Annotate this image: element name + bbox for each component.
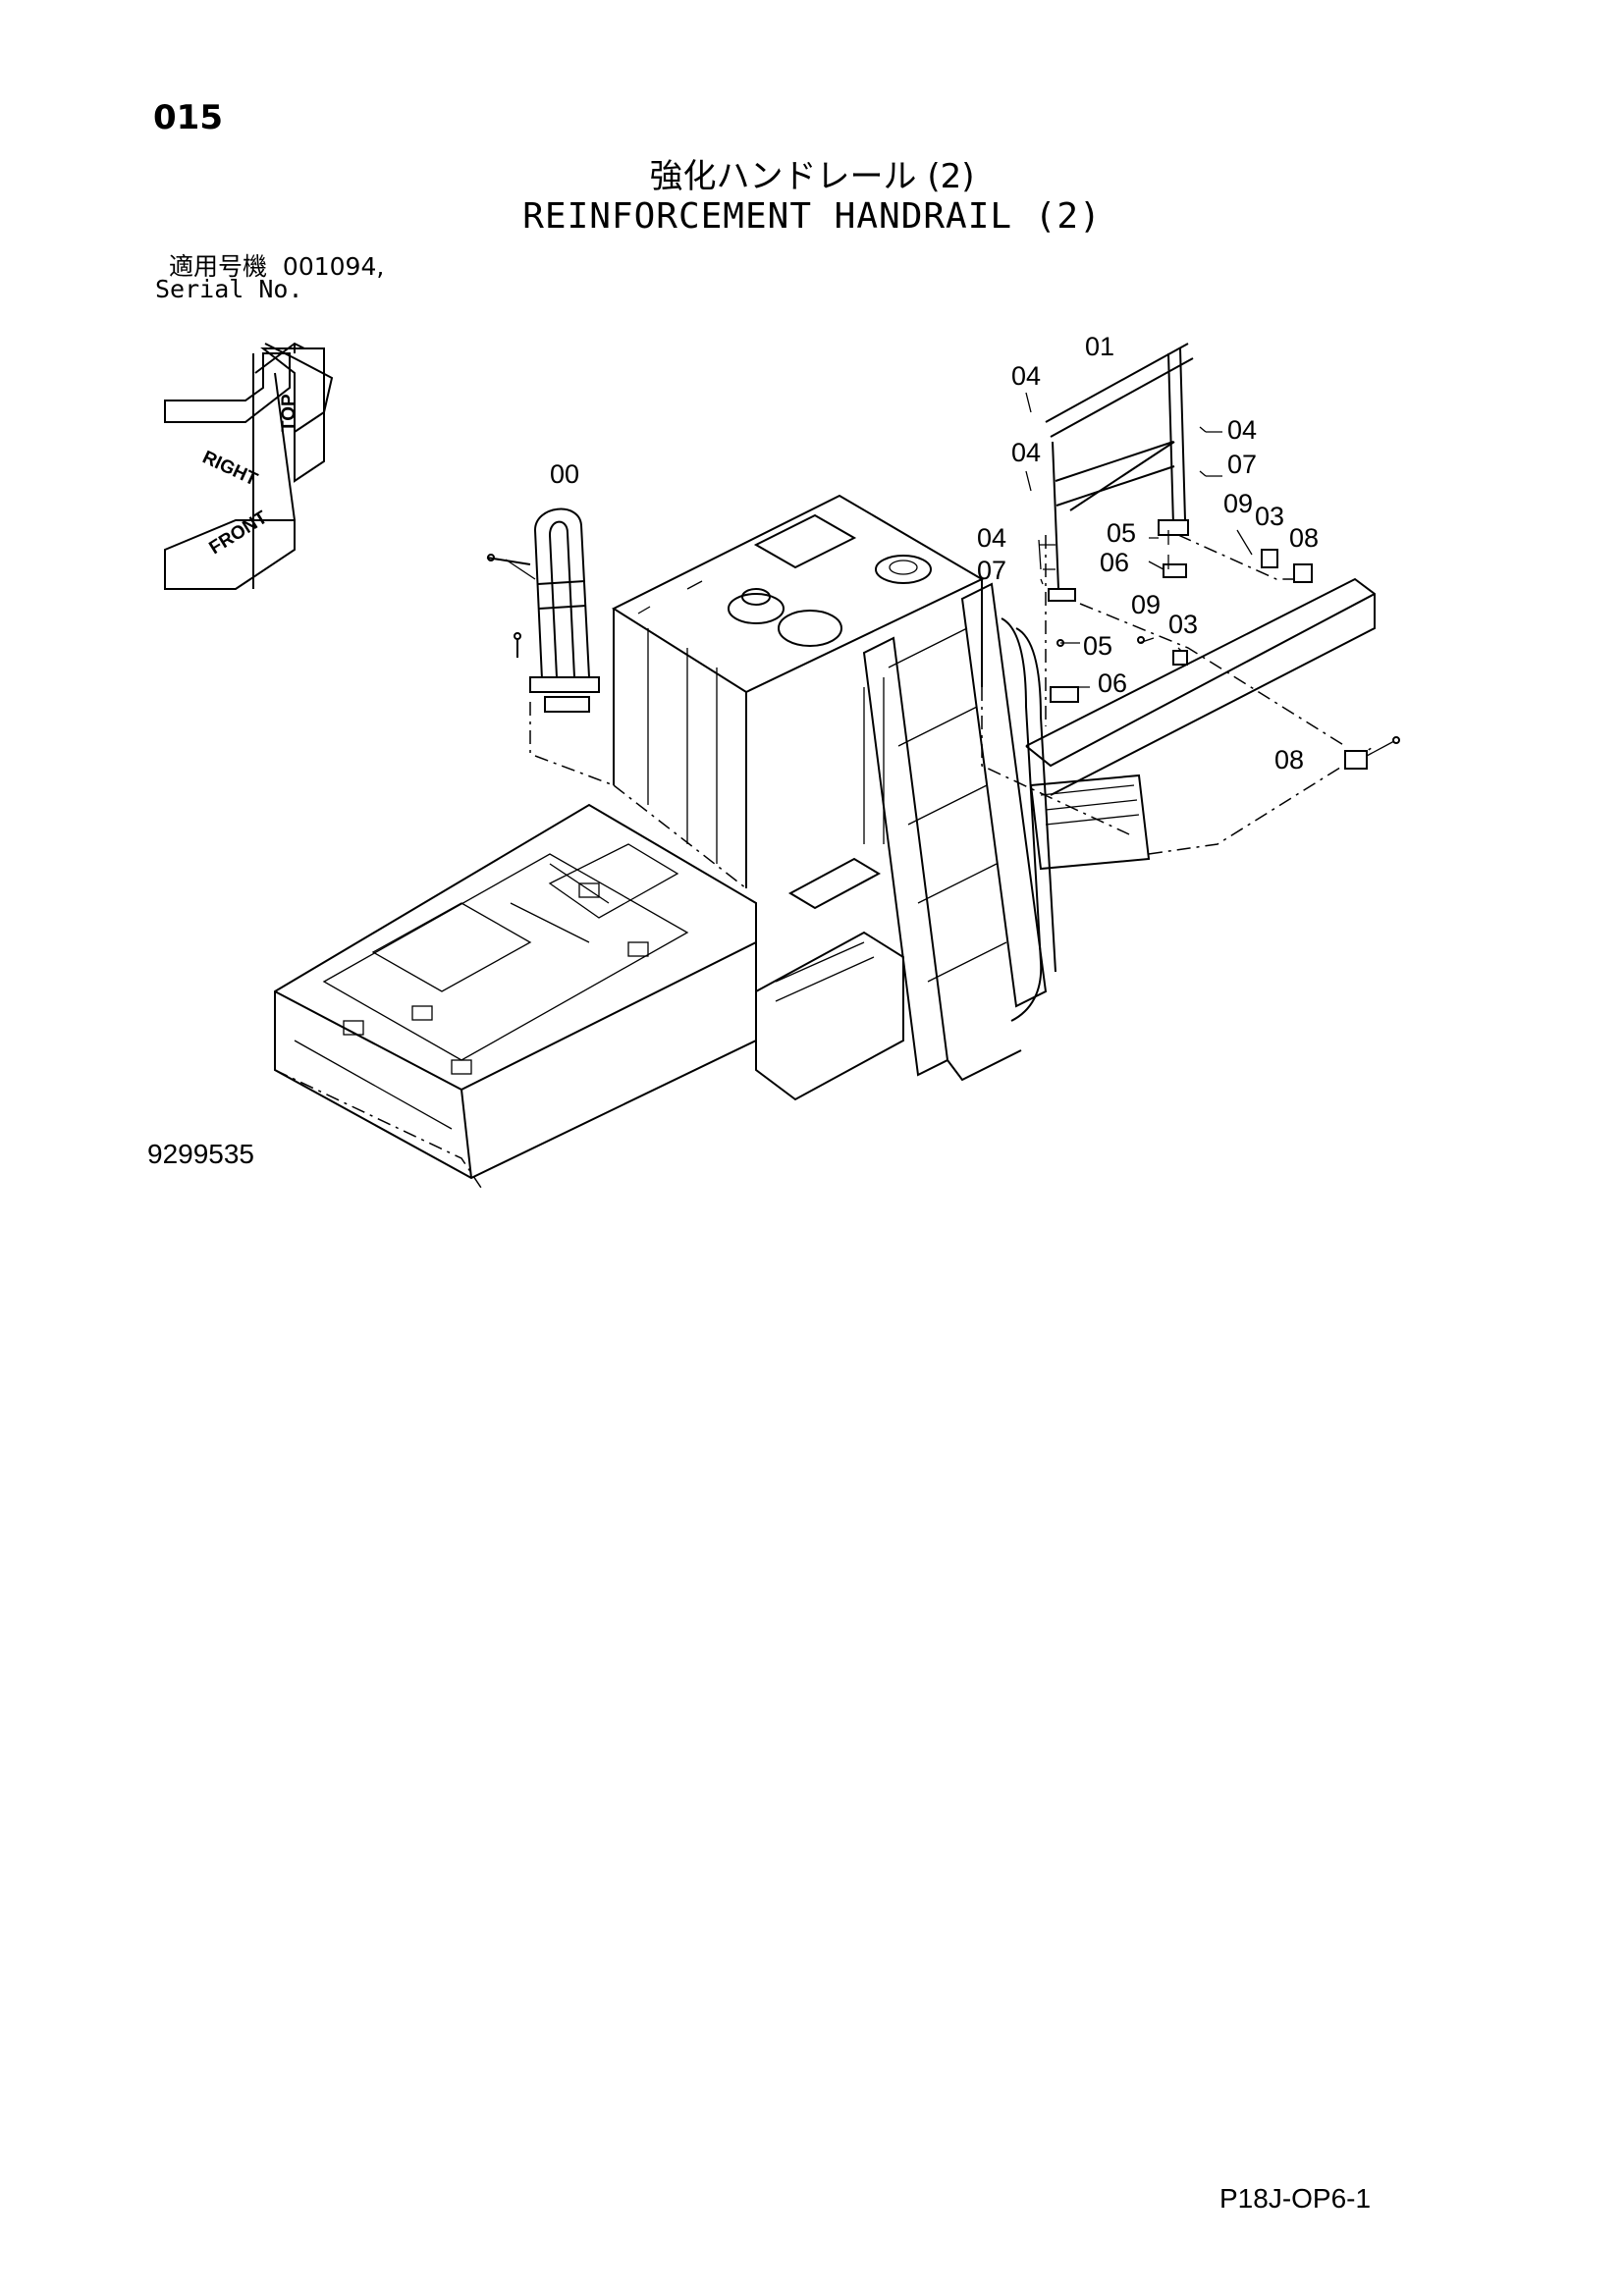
callout-03-top: 03 bbox=[1255, 502, 1284, 531]
callout-leaders bbox=[1025, 392, 1400, 770]
orientation-arrow-front bbox=[164, 519, 296, 590]
tank-filler-cap bbox=[728, 593, 785, 624]
access-ladder bbox=[862, 582, 1056, 1082]
orientation-edges bbox=[254, 342, 305, 374]
callout-05-top: 05 bbox=[1107, 518, 1136, 548]
tank-block bbox=[534, 494, 985, 889]
callout-05-bottom: 05 bbox=[1083, 631, 1112, 661]
diagram-number: 9299535 bbox=[147, 1139, 255, 1169]
callout-09-top: 09 bbox=[1223, 489, 1253, 518]
callout-00: 00 bbox=[550, 459, 579, 489]
orientation-right-label: RIGHT bbox=[199, 447, 261, 490]
part-00-grab-handrail bbox=[486, 507, 600, 756]
part-01-upper-handrail bbox=[1045, 343, 1346, 747]
walkway-step bbox=[755, 687, 1151, 1101]
callout-07-right: 07 bbox=[1227, 450, 1257, 479]
callout-06-bottom: 06 bbox=[1098, 668, 1127, 698]
callout-06-top: 06 bbox=[1100, 548, 1129, 577]
callout-04-left: 04 bbox=[977, 523, 1006, 553]
callout-04-right: 04 bbox=[1227, 415, 1257, 445]
page-title: REINFORCEMENT HANDRAIL (2) bbox=[522, 196, 1102, 237]
orientation-arrow-top bbox=[264, 343, 334, 433]
callout-labels: 00 01 04 04 04 07 04 07 05 06 09 03 08 0… bbox=[550, 332, 1319, 774]
page-title-japanese: 強化ハンドレール (2) bbox=[649, 157, 975, 196]
side-frame-deck bbox=[274, 803, 757, 1189]
serial-value: 001094, bbox=[282, 252, 385, 281]
orientation-front-label: FRONT bbox=[206, 507, 272, 560]
callout-08-bottom: 08 bbox=[1274, 745, 1304, 774]
callout-04-mid: 04 bbox=[1011, 438, 1041, 467]
callout-04-top: 04 bbox=[1011, 361, 1041, 391]
page-number: 015 bbox=[153, 98, 223, 137]
serial-label: Serial No. bbox=[155, 275, 303, 303]
orientation-axis-lines bbox=[252, 353, 296, 589]
serial-line-japanese: 適用号機 001094, bbox=[169, 247, 384, 283]
callout-01: 01 bbox=[1085, 332, 1114, 361]
orientation-top-label: TOP bbox=[279, 394, 299, 432]
side-rail-beam bbox=[1025, 577, 1376, 855]
callout-07-left: 07 bbox=[977, 556, 1006, 585]
orientation-indicator: TOP RIGHT FRONT bbox=[164, 342, 334, 590]
sheet-code: P18J-OP6-1 bbox=[1219, 2183, 1372, 2214]
callout-08-top: 08 bbox=[1289, 523, 1319, 553]
tank-cover-plate bbox=[753, 513, 857, 569]
orientation-arrow-right bbox=[164, 352, 291, 423]
callout-09-bottom: 09 bbox=[1131, 590, 1161, 619]
serial-label-japanese: 適用号機 bbox=[169, 252, 268, 281]
callout-03-bottom: 03 bbox=[1168, 610, 1198, 639]
